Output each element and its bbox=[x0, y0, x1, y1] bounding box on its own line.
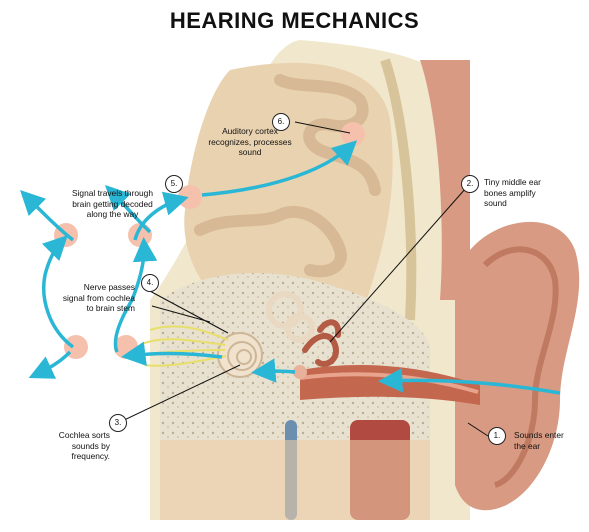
step-5-number: 5. bbox=[165, 175, 183, 193]
step-6-label: Auditory cortex recognizes, processes so… bbox=[208, 126, 292, 157]
semicircular-canal bbox=[285, 313, 315, 343]
signal-arrows bbox=[20, 140, 561, 395]
temporal-bone bbox=[160, 273, 430, 440]
outer-ear-inner bbox=[482, 246, 559, 488]
step-5-label: Signal travels through brain getting dec… bbox=[71, 188, 153, 219]
skull-edge bbox=[380, 58, 417, 321]
step-2-label: Tiny middle ear bones amplify sound bbox=[484, 177, 541, 208]
scalp-band bbox=[420, 60, 470, 300]
cochlea bbox=[217, 332, 263, 378]
lower-tissue bbox=[160, 440, 430, 520]
outer-ear bbox=[455, 221, 580, 511]
step-6-number: 6. bbox=[272, 113, 290, 131]
semicircular-canal bbox=[266, 291, 304, 329]
step-1-label: Sounds enter the ear bbox=[514, 430, 564, 451]
brain-fold bbox=[194, 205, 347, 278]
ossicles bbox=[302, 319, 342, 367]
page-title: HEARING MECHANICS bbox=[169, 8, 420, 33]
step-1-number: 1. bbox=[488, 427, 506, 445]
step-3-label: Cochlea sorts sounds by frequency. bbox=[58, 430, 110, 461]
eardrum bbox=[293, 365, 307, 379]
step-4-number: 4. bbox=[141, 274, 159, 292]
step-4-label: Nerve passes signal from cochlea to brai… bbox=[62, 282, 135, 313]
step-3-number: 3. bbox=[109, 414, 127, 432]
step-2-number: 2. bbox=[461, 175, 479, 193]
leader-lines bbox=[119, 121, 489, 437]
